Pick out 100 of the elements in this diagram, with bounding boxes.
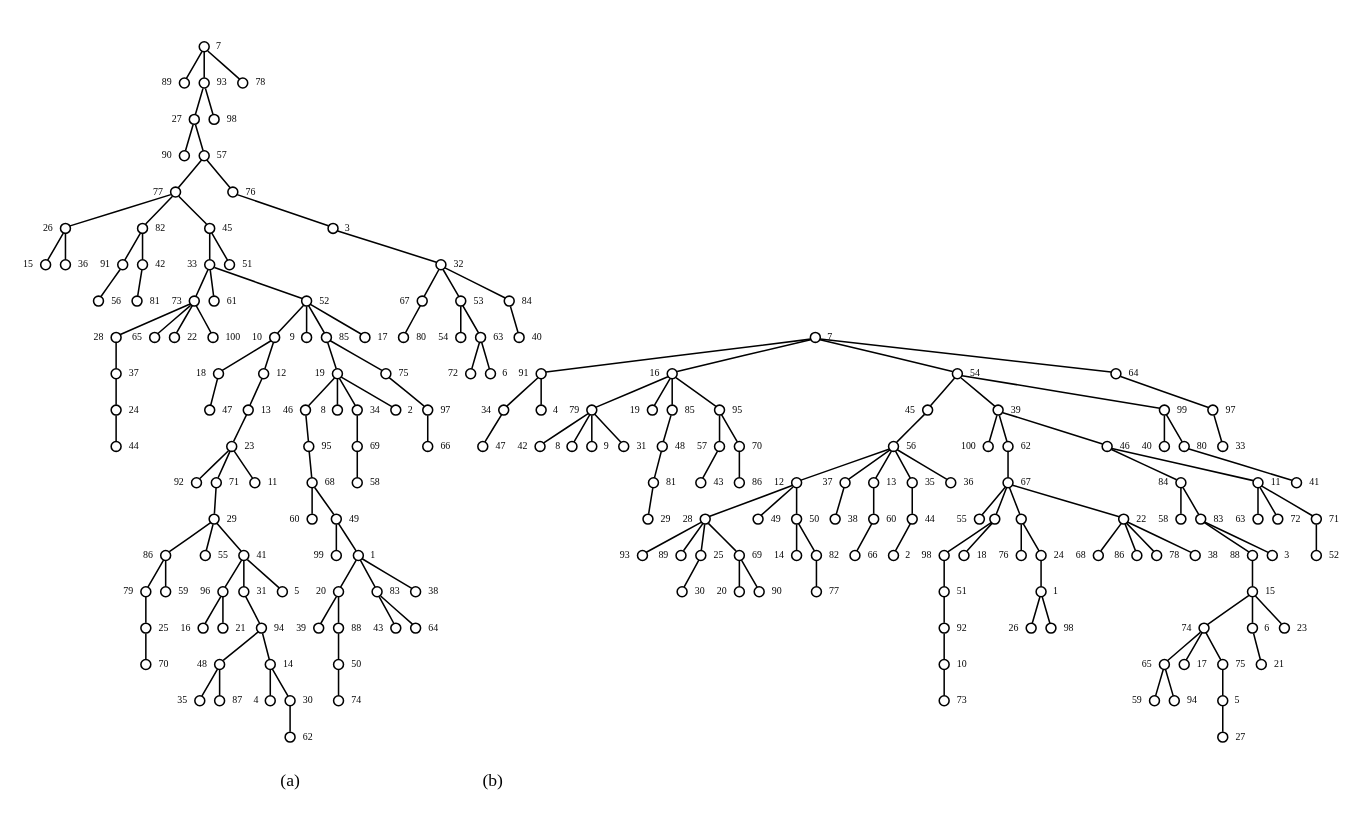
connector bbox=[308, 450, 313, 479]
node-label: 60 bbox=[886, 512, 897, 524]
node-circle bbox=[306, 513, 318, 525]
node-circle bbox=[188, 295, 200, 307]
connector bbox=[1254, 595, 1283, 625]
node-label: 42 bbox=[155, 258, 166, 270]
connector bbox=[444, 267, 507, 299]
node-circle bbox=[535, 368, 547, 380]
node-circle bbox=[332, 622, 345, 634]
node-label: 6 bbox=[502, 367, 508, 379]
node-circle bbox=[666, 404, 678, 416]
node-label: 99 bbox=[1177, 403, 1187, 415]
node-label: 19 bbox=[629, 403, 640, 415]
node-circle bbox=[455, 295, 467, 307]
connector bbox=[653, 377, 671, 407]
connector bbox=[204, 595, 222, 625]
node-circle bbox=[790, 477, 803, 489]
node-label: 89 bbox=[658, 548, 669, 560]
connector bbox=[222, 596, 224, 624]
node-circle bbox=[1158, 440, 1171, 453]
connector bbox=[981, 486, 1007, 516]
node-label: 92 bbox=[956, 621, 967, 633]
node-label: 17 bbox=[1196, 657, 1207, 669]
node-circle bbox=[733, 477, 746, 489]
node-label: 60 bbox=[289, 512, 300, 524]
node-label: 50 bbox=[809, 512, 820, 524]
connector bbox=[209, 378, 219, 406]
node-circle bbox=[332, 658, 345, 671]
node-circle bbox=[264, 658, 276, 671]
connector bbox=[276, 304, 305, 334]
connector bbox=[208, 232, 211, 261]
connector bbox=[361, 558, 413, 590]
node-label: 36 bbox=[963, 476, 974, 488]
node-label: 55 bbox=[956, 512, 967, 524]
node-label: 39 bbox=[1010, 403, 1021, 415]
node-circle bbox=[327, 222, 339, 235]
connector bbox=[1257, 487, 1259, 515]
node-label: 75 bbox=[1235, 657, 1246, 669]
connector bbox=[676, 338, 812, 373]
node-circle bbox=[268, 331, 281, 344]
node-circle bbox=[331, 368, 344, 380]
connector bbox=[119, 303, 191, 336]
node-circle bbox=[380, 368, 392, 380]
node-label: 61 bbox=[226, 294, 237, 306]
connector bbox=[218, 668, 221, 697]
node-circle bbox=[887, 440, 900, 453]
node-label: 53 bbox=[473, 294, 484, 306]
connector bbox=[594, 413, 622, 443]
node-circle bbox=[330, 513, 343, 525]
node-circle bbox=[213, 658, 226, 671]
node-circle bbox=[1092, 549, 1105, 562]
node-label: 83 bbox=[389, 585, 400, 597]
node-circle bbox=[140, 658, 152, 671]
node-circle bbox=[887, 549, 900, 562]
node-label: 15 bbox=[23, 258, 33, 270]
node-label: 2 bbox=[407, 403, 413, 415]
connector bbox=[329, 340, 383, 372]
connector bbox=[145, 596, 147, 624]
connector bbox=[249, 377, 263, 406]
connector bbox=[740, 559, 758, 588]
node-label: 50 bbox=[351, 657, 362, 669]
node-circle bbox=[1198, 622, 1210, 634]
node-circle bbox=[39, 259, 52, 271]
node-circle bbox=[303, 440, 315, 453]
node-label: 26 bbox=[1008, 621, 1019, 633]
connector bbox=[1213, 414, 1223, 443]
connector bbox=[1222, 705, 1224, 733]
node-circle bbox=[390, 404, 402, 416]
node-circle bbox=[973, 513, 986, 525]
node-circle bbox=[938, 658, 950, 671]
connector bbox=[896, 413, 926, 443]
node-circle bbox=[586, 440, 598, 453]
node-circle bbox=[284, 695, 296, 707]
node-circle bbox=[1158, 404, 1171, 416]
connector bbox=[1252, 632, 1262, 661]
node-label: 24 bbox=[1053, 548, 1064, 560]
connector bbox=[246, 558, 280, 589]
connector bbox=[175, 305, 193, 334]
node-circle bbox=[1035, 549, 1047, 562]
node-circle bbox=[1035, 586, 1047, 598]
node-label: 51 bbox=[956, 585, 967, 597]
node-circle bbox=[1217, 440, 1229, 453]
node-circle bbox=[92, 295, 105, 307]
connector bbox=[795, 523, 798, 551]
connector bbox=[662, 414, 672, 443]
node-label: 98 bbox=[1063, 621, 1074, 633]
node-circle bbox=[906, 513, 918, 525]
connector bbox=[872, 487, 875, 515]
connector bbox=[206, 159, 231, 189]
node-circle bbox=[906, 477, 918, 489]
node-circle bbox=[204, 222, 216, 235]
connector bbox=[1315, 523, 1318, 551]
connector bbox=[653, 450, 662, 479]
connector bbox=[356, 450, 359, 479]
connector bbox=[1040, 559, 1042, 588]
node-label: 90 bbox=[161, 149, 172, 161]
connector bbox=[224, 559, 243, 588]
node-circle bbox=[810, 586, 823, 598]
connector bbox=[509, 305, 519, 334]
connector bbox=[261, 632, 271, 661]
